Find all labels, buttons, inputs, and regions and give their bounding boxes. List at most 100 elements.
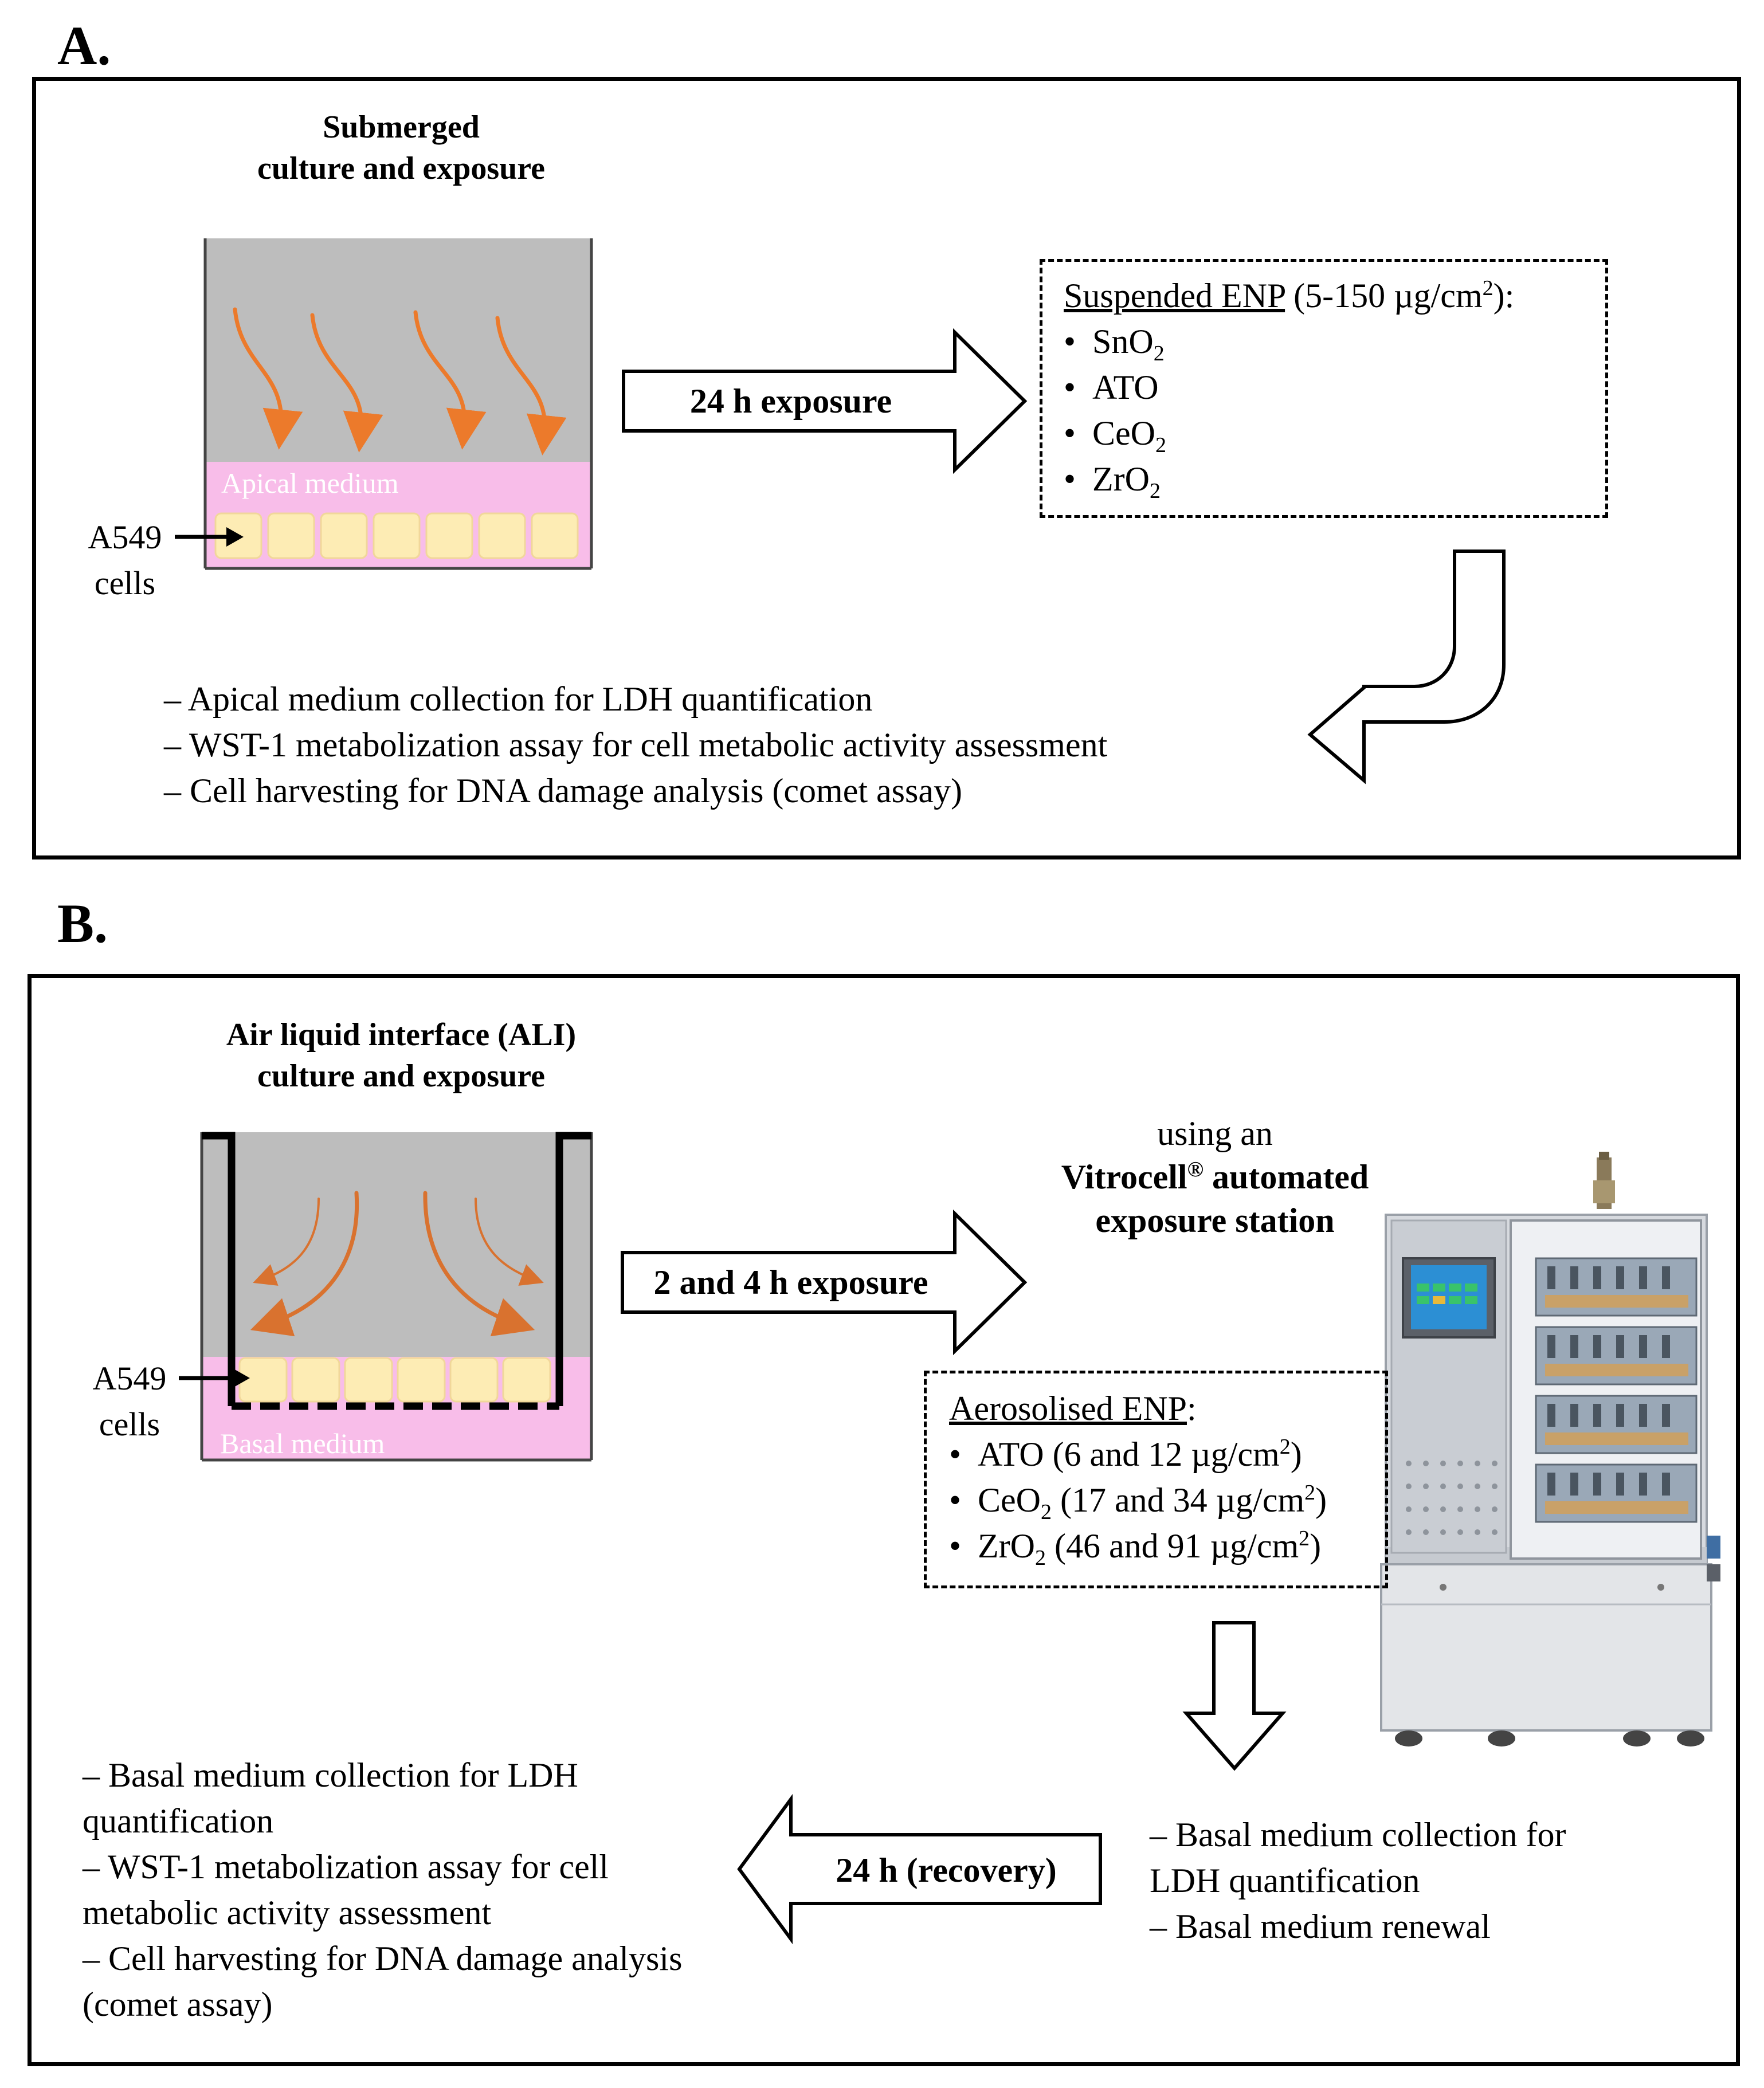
enp-dose-post: ): [1290, 1435, 1302, 1473]
exposure-arrow-b-label: 2 and 4 h exposure: [653, 1263, 928, 1301]
suspended-enp-box: [1040, 259, 1608, 518]
vitrocell-station-illustration: [1380, 1152, 1720, 1746]
panel-a-title-line2: culture and exposure: [257, 151, 545, 186]
aerosol-deposition-arrows: [250, 1191, 544, 1337]
bullet-icon: •: [1064, 323, 1076, 360]
panel-b-letter: B.: [57, 893, 108, 954]
particle-sedimentation-arrows: [233, 307, 567, 456]
return-arrow-a: [1307, 550, 1506, 784]
recovery-arrow-b: [737, 1793, 1102, 1945]
panel-b-cells-label: A549 cells: [78, 1356, 181, 1447]
exposure-arrow-a: [622, 328, 1028, 474]
enp-dose-sup: 2: [1299, 1526, 1310, 1551]
list-item: • ATO: [1064, 364, 1166, 410]
enp-subscript: 2: [1155, 433, 1166, 457]
panel-a-title: Submerged culture and exposure: [172, 107, 630, 189]
outcome-line: – Apical medium collection for LDH quant…: [164, 680, 873, 718]
suspended-enp-heading: Suspended ENP (5-150 µg/cm2):: [1064, 273, 1514, 319]
cells-label-line1: A549: [88, 519, 162, 556]
suspended-enp-range-post: ):: [1493, 277, 1515, 315]
list-item: • ZrO2: [1064, 456, 1166, 502]
a549-cell-row-b: [238, 1357, 551, 1403]
outcome-line: – WST-1 metabolization assay for cell: [83, 1848, 609, 1886]
a549-cell-row-a: [214, 512, 579, 559]
cells-label-line2: cells: [94, 564, 156, 602]
aerosolised-enp-heading-text: Aerosolised ENP: [949, 1390, 1187, 1427]
bullet-icon: •: [1064, 414, 1076, 452]
outcome-line: – Cell harvesting for DNA damage analysi…: [83, 1940, 683, 1977]
list-item: • CeO2: [1064, 410, 1166, 456]
outcome-line: quantification: [83, 1802, 274, 1840]
panel-b-title-line2: culture and exposure: [257, 1058, 545, 1094]
enp-dose-post: ): [1315, 1481, 1327, 1519]
bullet-icon: •: [1064, 368, 1076, 406]
enp-name: CeO: [978, 1481, 1041, 1519]
outcome-line: – Cell harvesting for DNA damage analysi…: [164, 772, 962, 810]
panel-a-letter: A.: [57, 15, 111, 76]
vitrocell-caption: using an Vitrocell® automated exposure s…: [1014, 1112, 1416, 1242]
exposure-arrow-b: [621, 1209, 1028, 1356]
outcome-line: (comet assay): [83, 1985, 273, 2023]
recovery-arrow-label: 24 h (recovery): [836, 1851, 1057, 1889]
station-caption-line3: exposure station: [1095, 1202, 1335, 1239]
basal-medium-label: Basal medium: [220, 1427, 385, 1459]
exposure-arrow-a-label: 24 h exposure: [689, 382, 892, 420]
outcome-line: – Basal medium collection for LDH: [83, 1756, 578, 1794]
bullet-icon: •: [949, 1481, 962, 1519]
enp-subscript: 2: [1153, 342, 1165, 366]
outcome-line: metabolic activity assessment: [83, 1894, 492, 1932]
panel-b-left-outcomes: – Basal medium collection for LDH quanti…: [83, 1752, 682, 2027]
enp-name: ZrO: [978, 1527, 1035, 1565]
list-item: •CeO2 (17 and 34 µg/cm2): [949, 1477, 1327, 1523]
station-caption-brand: Vitrocell: [1061, 1158, 1187, 1196]
suspended-enp-heading-text: Suspended ENP: [1064, 277, 1285, 315]
panel-a-outcomes: – Apical medium collection for LDH quant…: [164, 676, 1107, 814]
enp-dose-sup: 2: [1279, 1435, 1291, 1459]
registered-mark: ®: [1187, 1157, 1204, 1182]
enp-name: ATO: [1092, 368, 1159, 406]
enp-name: ZrO: [1092, 460, 1150, 498]
enp-dose: (6 and 12 µg/cm: [1044, 1435, 1280, 1473]
station-caption-line1: using an: [1157, 1114, 1273, 1152]
panel-a-title-line1: Submerged: [323, 109, 480, 145]
cells-label-line2: cells: [99, 1406, 160, 1443]
list-item: • SnO2: [1064, 319, 1166, 364]
enp-dose-post: ): [1310, 1527, 1322, 1565]
outcome-line: LDH quantification: [1150, 1862, 1420, 1899]
bullet-icon: •: [1064, 460, 1076, 498]
suspended-enp-range-sup: 2: [1482, 276, 1493, 300]
aerosolised-enp-box: [924, 1371, 1388, 1588]
enp-subscript: 2: [1034, 1546, 1046, 1570]
aerosolised-enp-list: •ATO (6 and 12 µg/cm2) •CeO2 (17 and 34 …: [949, 1431, 1327, 1569]
panel-a-cells-label: A549 cells: [73, 515, 177, 606]
enp-name: SnO: [1092, 323, 1154, 360]
list-item: •ZrO2 (46 and 91 µg/cm2): [949, 1523, 1327, 1569]
suspended-enp-range: (5-150 µg/cm: [1285, 277, 1483, 315]
enp-subscript: 2: [1149, 479, 1161, 503]
enp-dose-sup: 2: [1304, 1481, 1316, 1505]
panel-b-title-line1: Air liquid interface (ALI): [226, 1017, 577, 1053]
enp-dose: (17 and 34 µg/cm: [1051, 1481, 1305, 1519]
suspended-enp-list: •SnO2 •ATO •CeO2 •ZrO2: [1064, 319, 1166, 502]
cells-label-line1: A549: [92, 1360, 167, 1397]
outcome-line: – WST-1 metabolization assay for cell me…: [164, 726, 1108, 764]
enp-subscript: 2: [1040, 1500, 1052, 1524]
list-item: •ATO (6 and 12 µg/cm2): [949, 1431, 1327, 1477]
down-arrow-b: [1182, 1621, 1287, 1771]
outcome-line: – Basal medium renewal: [1150, 1908, 1491, 1945]
station-caption-automated: automated: [1203, 1158, 1369, 1196]
aerosolised-enp-heading: Aerosolised ENP:: [949, 1386, 1197, 1431]
station-caption-line2: Vitrocell® automated: [1014, 1155, 1416, 1199]
transwell-insert: [202, 1132, 591, 1410]
enp-dose: (46 and 91 µg/cm: [1045, 1527, 1299, 1565]
panel-b-title: Air liquid interface (ALI) culture and e…: [149, 1014, 653, 1097]
panel-b-right-outcomes: – Basal medium collection for LDH quanti…: [1150, 1812, 1566, 1949]
bullet-icon: •: [949, 1527, 962, 1565]
enp-name: CeO: [1092, 414, 1155, 452]
enp-name: ATO: [978, 1435, 1044, 1473]
outcome-line: – Basal medium collection for: [1150, 1816, 1566, 1854]
panel-a-frame: [32, 77, 1741, 859]
apical-medium-label: Apical medium: [221, 467, 399, 499]
